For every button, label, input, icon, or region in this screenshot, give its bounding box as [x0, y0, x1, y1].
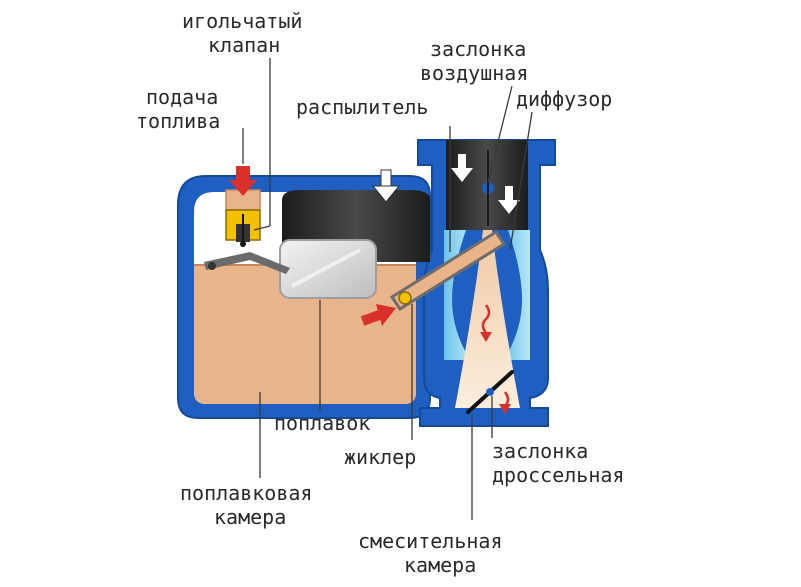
- labels: игольчатый клапан подача топлива распыли…: [136, 9, 624, 577]
- throttle-damper-label: заслонка дроссельная: [492, 439, 624, 487]
- float-shine: [291, 248, 361, 288]
- fuel-supply-arrow-icon: [229, 166, 257, 196]
- float-lever: [204, 252, 290, 274]
- atomizer-label: распылитель: [296, 95, 428, 119]
- diffuser-label: диффузор: [516, 87, 612, 111]
- jet-nozzle: [398, 291, 412, 305]
- throttle-axis: [486, 388, 494, 396]
- air-damper-label: заслонка воздушная: [420, 37, 538, 85]
- leader-lines: [242, 58, 533, 520]
- fuel-flow-arrow-icon: [360, 304, 396, 326]
- air-flow-arrow-icon: [451, 154, 473, 182]
- air-flow-arrow-icon: [498, 186, 520, 214]
- needle-valve: [225, 209, 261, 247]
- atomizer-tube: [389, 229, 507, 312]
- jet-label: жиклер: [344, 445, 416, 469]
- needle-valve-label: игольчатый клапан: [182, 9, 314, 57]
- diffuser-right: [504, 230, 530, 360]
- fuel-supply-label: подача топлива: [136, 85, 230, 133]
- fuel-level: [194, 265, 416, 404]
- mixing-chamber-label: смесительная камера: [358, 529, 515, 577]
- float-label: поплавок: [274, 411, 370, 435]
- float-chamber-label: поплавковая камера: [180, 481, 325, 529]
- air-flow-arrow-icon: [371, 169, 401, 203]
- mixture-flow-arrow-icon: [499, 391, 511, 414]
- mixture-flow-arrow-icon: [480, 304, 492, 342]
